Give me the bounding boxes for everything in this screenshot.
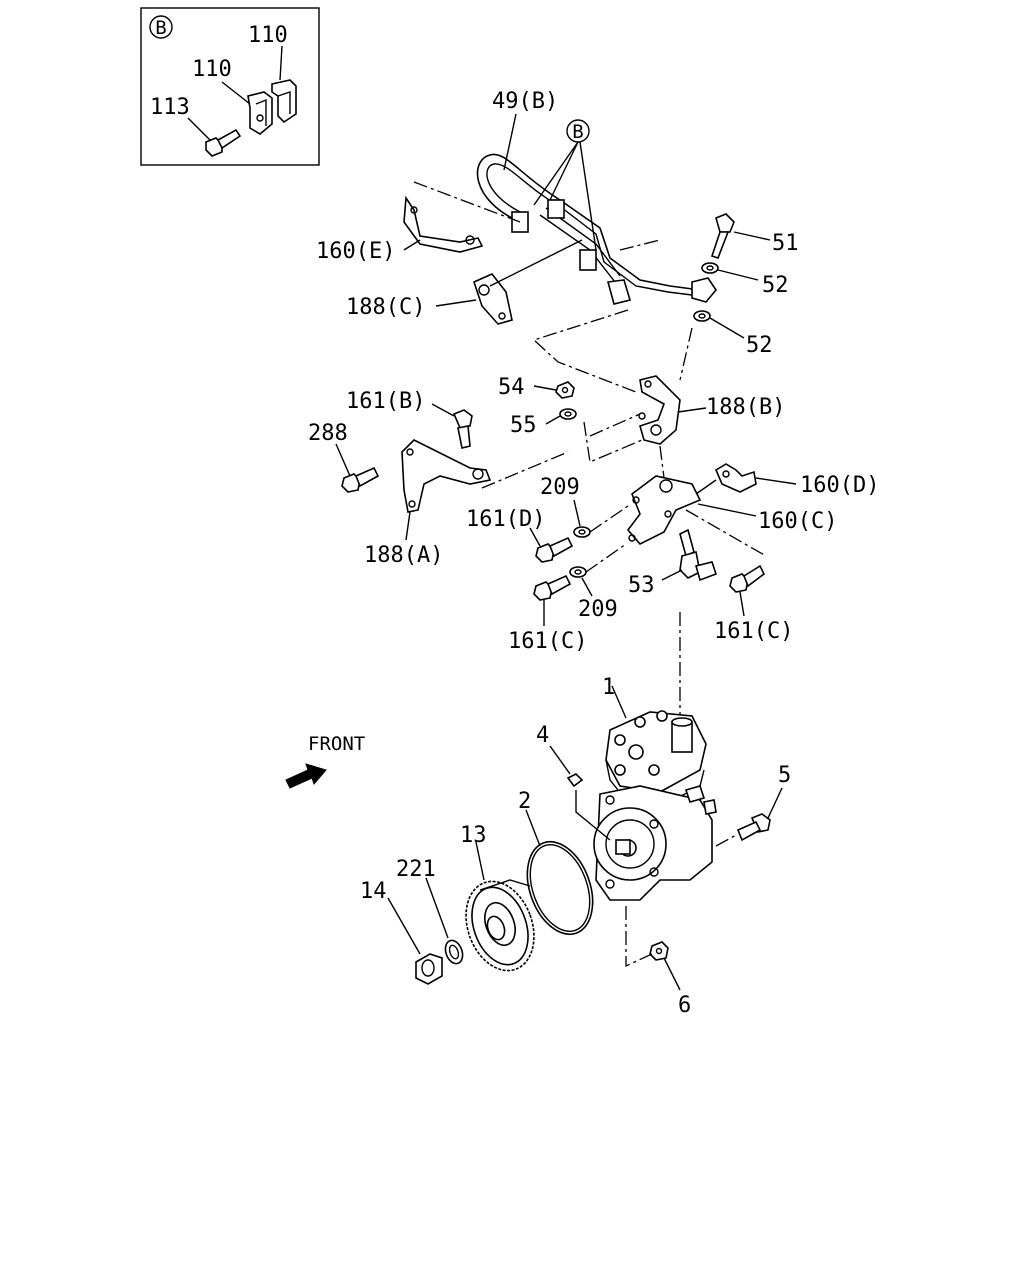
clip-part-110-b <box>247 91 273 135</box>
label-b-callout: B <box>572 121 583 143</box>
label-110-a: 110 <box>248 23 288 48</box>
bolt-51 <box>710 213 735 260</box>
bolt-part-5 <box>736 813 771 842</box>
label-51: 51 <box>772 231 799 256</box>
label-113: 113 <box>150 95 190 120</box>
label-188a: 188(A) <box>364 543 443 568</box>
bracket-188b <box>638 375 681 445</box>
nut-54 <box>555 381 575 399</box>
bracket-160d <box>714 463 757 493</box>
bolt-288 <box>341 466 380 493</box>
label-4: 4 <box>536 723 549 748</box>
label-front: FRONT <box>308 733 365 755</box>
label-161c-left: 161(C) <box>508 629 587 654</box>
label-161b: 161(B) <box>346 389 425 414</box>
washer-52-b <box>693 310 711 322</box>
inset-letter: B <box>155 17 166 39</box>
label-52-a: 52 <box>762 273 789 298</box>
bracket-188c <box>473 273 513 325</box>
bolt-161c-left <box>533 574 572 601</box>
label-160c: 160(C) <box>758 509 837 534</box>
label-5: 5 <box>778 763 791 788</box>
label-55: 55 <box>510 413 537 438</box>
label-53: 53 <box>628 573 655 598</box>
washer-52-a <box>701 262 719 274</box>
bracket-160e <box>403 181 521 253</box>
label-160d: 160(D) <box>800 473 879 498</box>
inset-circle <box>149 15 173 39</box>
label-188c: 188(C) <box>346 295 425 320</box>
bolt-part-113 <box>205 128 242 157</box>
compressor-part-1 <box>593 710 717 901</box>
washer-part-221 <box>444 939 464 965</box>
label-209-b: 209 <box>578 597 618 622</box>
label-209-a: 209 <box>540 475 580 500</box>
inset-frame <box>140 7 320 166</box>
nut-part-14 <box>415 953 443 985</box>
bolt-161c-right <box>729 564 766 593</box>
label-6: 6 <box>678 993 691 1018</box>
inset-detail-b: B 110 110 113 <box>140 7 320 166</box>
label-49b: 49(B) <box>492 89 558 114</box>
label-54: 54 <box>498 375 525 400</box>
washer-209-a <box>573 526 591 538</box>
washer-209-b <box>569 566 587 578</box>
label-161c-right: 161(C) <box>714 619 793 644</box>
label-52-b: 52 <box>746 333 773 358</box>
label-1: 1 <box>602 675 615 700</box>
callout-circle-b <box>566 119 590 143</box>
label-221: 221 <box>396 857 436 882</box>
label-110-b: 110 <box>192 57 232 82</box>
key-part-4 <box>566 773 584 788</box>
label-2: 2 <box>518 789 531 814</box>
label-13: 13 <box>460 823 487 848</box>
bolt-161d <box>535 536 574 563</box>
label-160e: 160(E) <box>316 239 395 264</box>
bolt-161b <box>452 409 473 449</box>
pipe-49b <box>476 153 717 305</box>
bracket-160c <box>626 475 702 545</box>
gear-part-13 <box>465 879 535 972</box>
label-161d: 161(D) <box>466 507 545 532</box>
label-288: 288 <box>308 421 348 446</box>
clip-part-110-a <box>271 79 297 124</box>
washer-55 <box>559 408 577 420</box>
gasket-part-2 <box>526 840 594 936</box>
fitting-53 <box>679 528 718 582</box>
bracket-188a <box>401 439 492 513</box>
label-14: 14 <box>360 879 387 904</box>
front-arrow <box>285 763 327 789</box>
label-188b: 188(B) <box>706 395 785 420</box>
nut-part-6 <box>649 941 669 961</box>
